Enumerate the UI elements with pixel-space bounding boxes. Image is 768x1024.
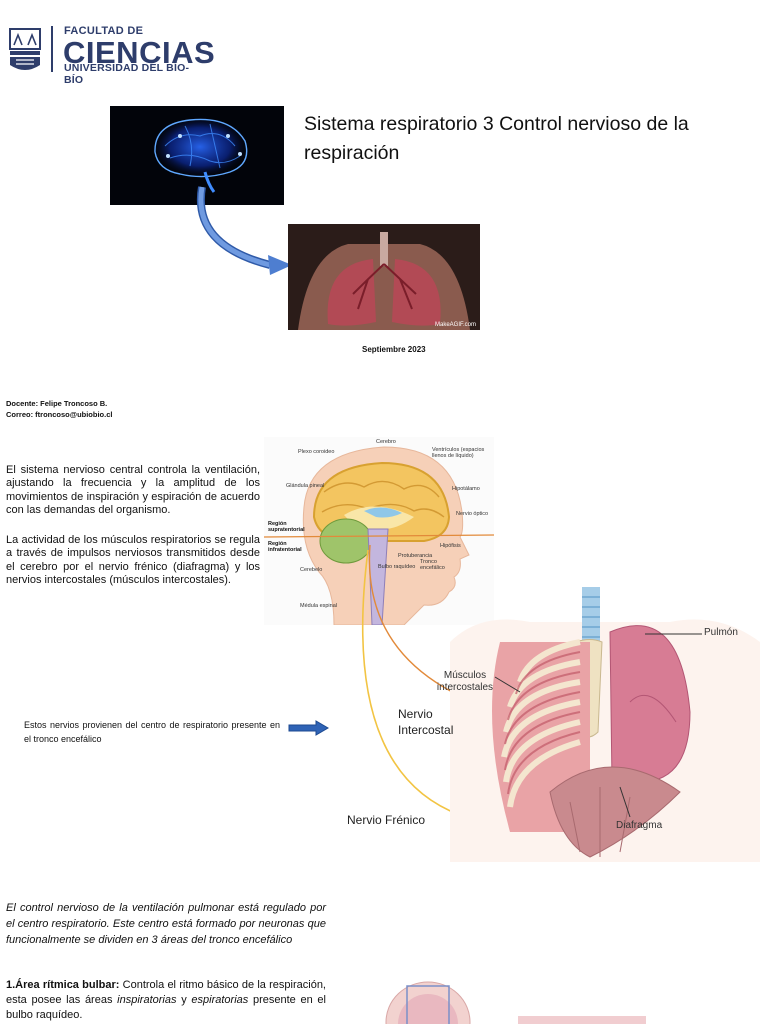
area-paragraph: 1.Área rítmica bulbar: Controla el ritmo… (6, 979, 326, 1021)
faculty-line-2: CIENCIAS (63, 35, 216, 70)
label-nervio-intercostal: Nervio Intercostal (398, 707, 454, 737)
diagram-thumbnail (518, 1016, 646, 1024)
right-arrow-icon (288, 720, 329, 736)
area-title: 1.Área rítmica bulbar: (6, 979, 120, 991)
page-title: Sistema respiratorio 3 Control nervioso … (304, 113, 689, 164)
lungs-credit: MakeAGIF.com (434, 322, 476, 328)
university-logo: FACULTAD DE CIENCIAS UNIVERSIDAD DEL BÍO… (8, 24, 215, 86)
curved-arrow (196, 186, 292, 275)
thorax-diagram: Pulmón Músculos intercostales Diafragma (437, 582, 768, 862)
brain-image (110, 106, 284, 205)
lungs-image: MakeAGIF.com (288, 224, 480, 330)
label-diafragma: Diafragma (616, 820, 663, 831)
shield-icon (9, 28, 41, 70)
faculty-line-3: UNIVERSIDAD DEL BÍO-BÍO (64, 62, 190, 86)
docente-label: Docente: Felipe Troncoso B. (6, 399, 108, 408)
intro-paragraph-2: La actividad de los músculos respiratori… (6, 534, 260, 586)
brain-diagram: Cerebro Plexo coroideo Ventrículos (espa… (263, 437, 495, 626)
faculty-line-1: FACULTAD DE (64, 25, 144, 37)
brain-section-image (383, 972, 473, 1024)
nerves-note: Estos nervios provienen del centro de re… (24, 720, 280, 744)
label-nervio-frenico: Nervio Frénico (347, 813, 426, 827)
control-paragraph: El control nervioso de la ventilación pu… (6, 902, 326, 946)
label-pulmon: Pulmón (704, 627, 738, 638)
intro-paragraph-1: El sistema nervioso central controla la … (6, 464, 260, 516)
label-musculos: Músculos intercostales (436, 670, 494, 693)
correo-label: Correo: ftroncoso@ubiobio.cl (6, 410, 113, 419)
date-label: Septiembre 2023 (362, 345, 426, 354)
